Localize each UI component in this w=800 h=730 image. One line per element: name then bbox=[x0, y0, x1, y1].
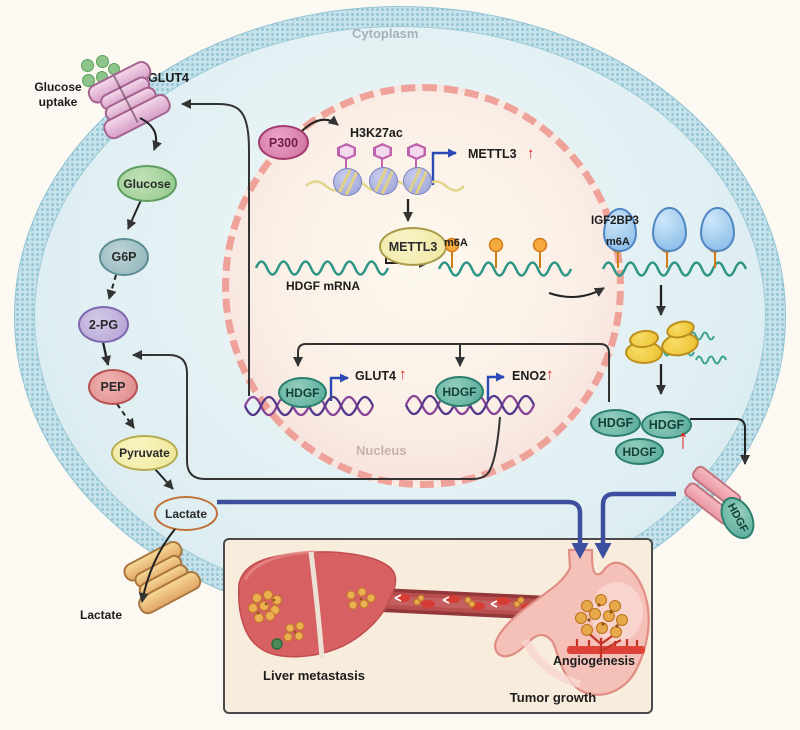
upregulated-icon: ↑ bbox=[546, 366, 554, 383]
hdgf-nuclear-import-line bbox=[293, 343, 610, 402]
mettl3-transcript-label: METTL3 bbox=[468, 147, 517, 161]
g6p-to-2pg-arrow bbox=[106, 274, 117, 300]
nucleosome-icon bbox=[403, 167, 432, 195]
hdgf-mrna-label: HDGF mRNA bbox=[286, 279, 360, 293]
hdgf-upregulated-icon: ↑ bbox=[677, 423, 689, 455]
igf2bp3-protein-icon bbox=[652, 207, 687, 252]
h3k27ac-stem bbox=[415, 158, 417, 170]
acetyl-hexagon-icon bbox=[337, 143, 356, 160]
glut4-transcription-arrow bbox=[329, 373, 349, 401]
m6a-label-nuclear: m6A bbox=[444, 237, 468, 249]
nodule-dots bbox=[256, 597, 363, 634]
acetyl-hexagon-icon bbox=[407, 143, 426, 160]
igf2bp3-protein-icon bbox=[603, 208, 637, 252]
g6p-node: G6P bbox=[99, 238, 149, 276]
pep-node: PEP bbox=[88, 369, 138, 405]
p300-node: P300 bbox=[258, 125, 309, 160]
nucleus-label: Nucleus bbox=[356, 443, 407, 458]
nucleosome-icon bbox=[369, 167, 398, 195]
hdgf-tf-on-glut4-gene: HDGF bbox=[278, 377, 327, 408]
hdgf-tf-on-eno2-gene: HDGF bbox=[435, 376, 484, 407]
hdgf-protein-node: HDGF bbox=[590, 409, 641, 437]
tumor-dots bbox=[587, 603, 619, 628]
m6a-mark-icon bbox=[488, 237, 504, 253]
methylated-mrna-wave bbox=[437, 237, 573, 277]
igf2bp3-protein-icon bbox=[700, 207, 735, 252]
eno2-transcription-arrow bbox=[486, 372, 505, 400]
igf2bp3-label: IGF2BP3 bbox=[591, 215, 639, 227]
liver-metastasis-nodules bbox=[248, 587, 376, 642]
2pg-node: 2-PG bbox=[78, 306, 129, 343]
pyruvate-node: Pyruvate bbox=[111, 435, 178, 471]
tumor-panel bbox=[223, 538, 653, 714]
upregulated-icon: ↑ bbox=[399, 366, 407, 383]
cytoplasm-label: Cytoplasm bbox=[352, 26, 419, 41]
glucose-to-g6p-arrow bbox=[127, 199, 142, 230]
liver-illustration bbox=[237, 550, 397, 659]
glucose-uptake-label: Glucose uptake bbox=[34, 80, 82, 109]
pyruvate-to-lactate-arrow bbox=[154, 468, 174, 490]
hdgf-protein-node: HDGF bbox=[615, 438, 664, 465]
tumor-mass bbox=[575, 594, 628, 638]
mrna-export-arrow bbox=[548, 287, 605, 298]
eno2-target-label: ENO2 bbox=[512, 369, 547, 383]
nucleosome-icon bbox=[333, 168, 362, 196]
eno2-feedback-line bbox=[132, 350, 501, 480]
hdgf-to-tumor-arrow bbox=[594, 491, 676, 559]
stomach-illustration bbox=[494, 548, 650, 696]
glut4-channel-label: GLUT4 bbox=[148, 71, 189, 85]
hdgf-mrna-wave bbox=[254, 260, 390, 276]
hdgf-secretion-line bbox=[690, 418, 750, 465]
glucose-molecule-dot bbox=[96, 55, 109, 68]
glut4-feedback-line bbox=[181, 99, 250, 396]
hdgf-protein-node: HDGF bbox=[641, 411, 692, 439]
acetyl-hexagon-icon bbox=[373, 143, 392, 160]
glut4-uptake-arrow bbox=[139, 117, 162, 151]
lactate-to-tumor-arrow bbox=[217, 499, 589, 559]
lactate-node: Lactate bbox=[154, 496, 218, 531]
upregulated-icon: ↑ bbox=[527, 145, 535, 162]
p300-to-histone-arrow bbox=[301, 115, 339, 132]
m6a-mark-icon bbox=[532, 237, 548, 253]
h3k27ac-label: H3K27ac bbox=[350, 126, 403, 140]
pep-to-pyruvate-arrow bbox=[116, 403, 135, 429]
h3k27ac-stem bbox=[345, 158, 347, 170]
glut4-target-label: GLUT4 bbox=[355, 369, 396, 383]
gallbladder-icon bbox=[271, 638, 283, 650]
glucose-molecule-dot bbox=[81, 59, 94, 72]
lactate-exported-label: Lactate bbox=[80, 608, 123, 622]
lactate-export-arrow bbox=[138, 528, 176, 603]
liver-metastasis-label: Liver metastasis bbox=[263, 668, 365, 683]
mettl3-transcription-arrow bbox=[431, 148, 457, 185]
m6a-label-cyto: m6A bbox=[606, 236, 630, 248]
h3k27ac-stem bbox=[381, 158, 383, 170]
tumor-panel-art bbox=[237, 548, 650, 696]
2pg-to-pep-arrow bbox=[101, 341, 111, 366]
m6a-mark-icon bbox=[444, 237, 460, 253]
angiogenesis-vessel-base bbox=[567, 646, 645, 654]
circulating-tumor-cells bbox=[413, 594, 525, 608]
glucose-node: Glucose bbox=[117, 165, 177, 202]
angiogenesis-tree bbox=[575, 631, 639, 658]
tumor-growth-label: Tumor growth bbox=[509, 690, 597, 705]
angiogenesis-label: Angiogenesis bbox=[553, 654, 635, 668]
